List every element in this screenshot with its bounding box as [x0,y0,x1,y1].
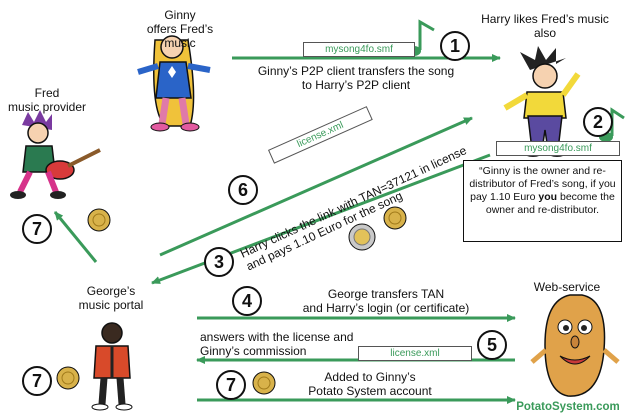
ginny-figure [137,35,211,132]
step-7-badge-fred: 7 [22,214,52,244]
potatosystem-brand: PotatoSystem.com [516,401,620,413]
ginny-label: Ginny offers Fred’s music [146,8,214,50]
coin-icon [383,206,407,230]
message-step-7: Added to Ginny’s Potato System account [308,370,432,398]
quote-emphasis: you [538,191,558,203]
coin-icon [56,366,80,390]
euro-coin-icon [348,223,376,251]
message-step-4: George transfers TAN and Harry’s login (… [302,287,470,315]
potato-mascot-icon [530,294,620,397]
fred-figure [10,110,101,199]
harry-label: Harry likes Fred’s music also [481,12,609,40]
step-4-badge: 4 [232,286,262,316]
quote-text-part-2: become the owner and re-distributor. [485,191,615,216]
step-7-badge-account: 7 [216,370,246,400]
quote-text-part-1: “Ginny is the owner and re-distributor o… [469,165,616,203]
george-figure [91,322,133,411]
license-file-tag-webservice: license.xml [358,346,472,361]
coin-icon [252,371,276,395]
arrow-george-to-fred [53,211,98,263]
step-1-badge: 1 [440,31,470,61]
message-step-5: answers with the license and Ginny’s com… [200,330,354,358]
step-3-badge: 3 [204,247,234,277]
fred-label: Fred music provider [7,86,87,114]
ownership-quote-box: “Ginny is the owner and re-distributor o… [463,160,622,242]
step-7-badge-george: 7 [22,366,52,396]
song-file-tag: mysong4fo.smf [303,42,415,57]
song-file-tag-harry: mysong4fo.smf [496,141,620,156]
webservice-label: Web-service [533,280,601,294]
step-5-badge: 5 [477,330,507,360]
coin-icon [87,208,111,232]
george-label: George’s music portal [78,284,144,312]
step-2-badge: 2 [583,107,613,137]
step-6-badge: 6 [228,175,258,205]
arrow-harry-to-george-license [159,116,473,257]
message-step-1: Ginny’s P2P client transfers the song to… [257,64,455,92]
